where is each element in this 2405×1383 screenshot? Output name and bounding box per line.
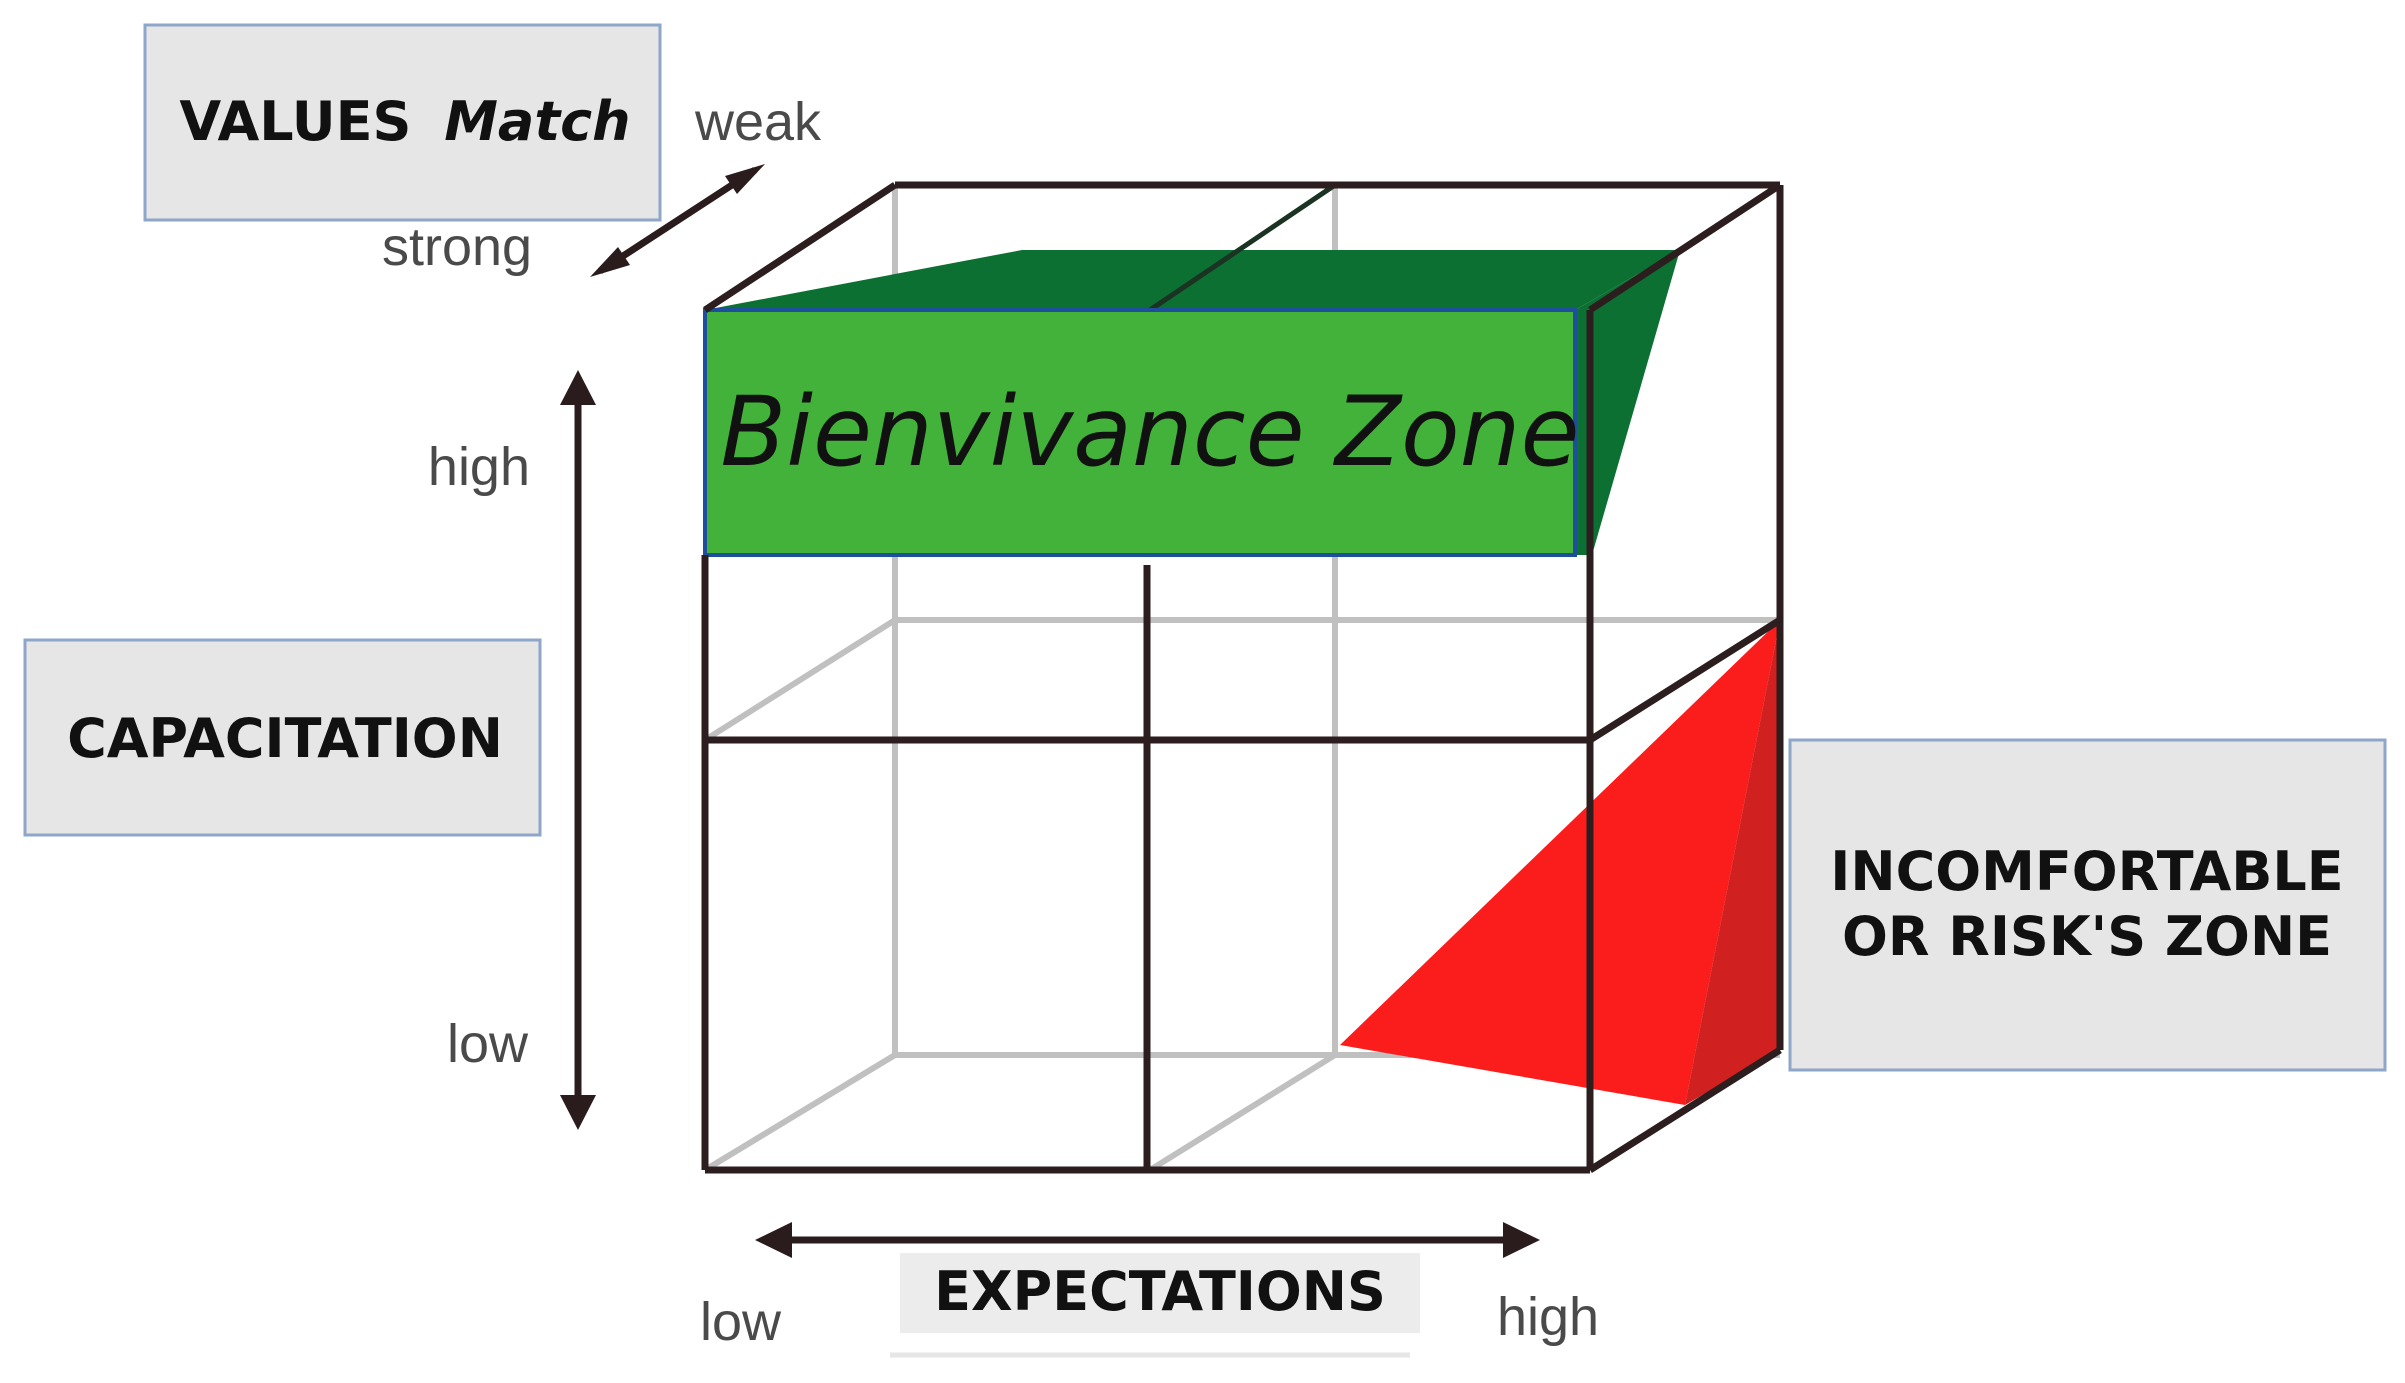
values-strong-label: strong xyxy=(382,217,532,277)
capacitation-low-label: low xyxy=(447,1014,529,1074)
expectations-box: EXPECTATIONS xyxy=(890,1253,1420,1358)
capacitation-high-label: high xyxy=(428,437,530,497)
expectations-high-label: high xyxy=(1497,1287,1599,1347)
bienvivance-zone: Bienvivance Zone xyxy=(703,182,1680,557)
values-axis-arrowhead-strong xyxy=(590,247,630,277)
bienvivance-side-face xyxy=(1575,250,1680,555)
values-weak-label: weak xyxy=(694,92,822,152)
svg-text:VALUES Match: VALUES Match xyxy=(179,90,630,153)
values-match-box: VALUES Match xyxy=(143,23,662,222)
expectations-low-label: low xyxy=(700,1292,782,1352)
capacitation-axis-arrowhead-low xyxy=(560,1095,596,1130)
capacitation-box: CAPACITATION xyxy=(23,638,542,837)
risk-zone-face xyxy=(1340,620,1780,1105)
expectations-axis-arrowhead-low xyxy=(755,1222,792,1258)
values-axis-arrowhead-weak xyxy=(725,164,765,194)
capacitation-axis: high low xyxy=(428,370,596,1130)
bienvivance-front-face xyxy=(703,308,1577,557)
expectations-axis-arrowhead-high xyxy=(1503,1222,1540,1258)
risk-zone-box: INCOMFORTABLE OR RISK'S ZONE xyxy=(1788,738,2387,1072)
cube-front-edges xyxy=(701,181,1784,1174)
risk-zone-line2: OR RISK'S ZONE xyxy=(1842,905,2332,968)
values-match-label: Match xyxy=(444,90,630,153)
risk-zone-line1: INCOMFORTABLE xyxy=(1830,840,2343,903)
values-axis: weak strong xyxy=(382,92,822,277)
expectations-label: EXPECTATIONS xyxy=(934,1260,1386,1323)
capacitation-axis-arrowhead-high xyxy=(560,370,596,405)
capacitation-label: CAPACITATION xyxy=(67,707,503,770)
risk-zone-shape xyxy=(1340,620,1780,1105)
expectations-axis: low high xyxy=(700,1222,1599,1352)
risk-zone-side-face xyxy=(1685,620,1780,1105)
bienvivance-zone-label: Bienvivance Zone xyxy=(720,376,1579,488)
values-label: VALUES xyxy=(179,90,411,153)
